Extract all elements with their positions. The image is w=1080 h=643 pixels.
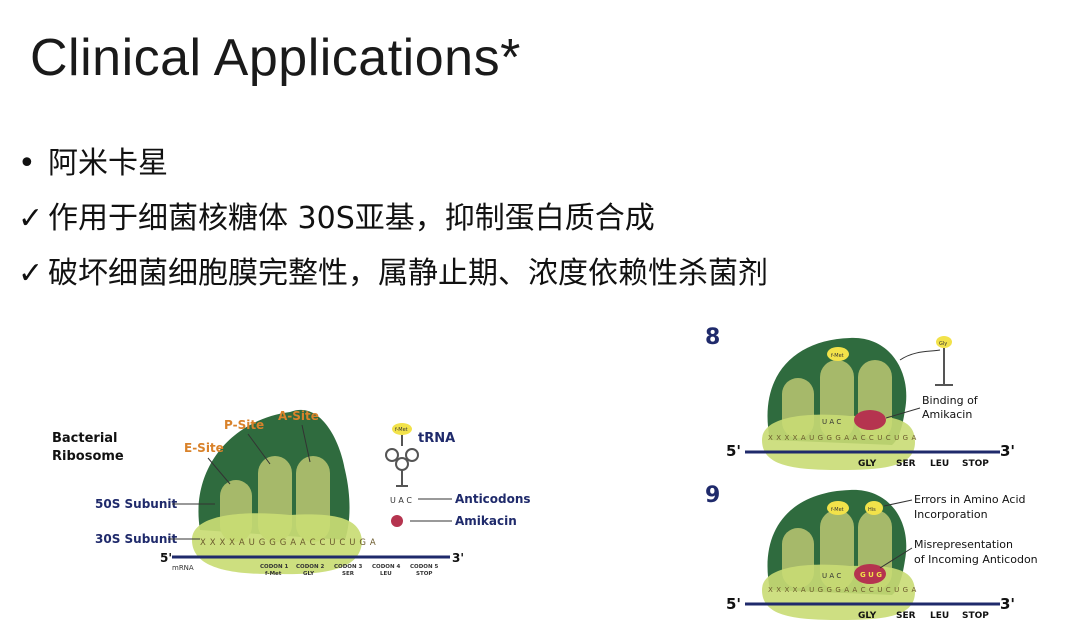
step9-five-prime: 5' xyxy=(726,595,741,613)
codon-1-aa: f-Met xyxy=(265,571,282,577)
left-ribosome-diagram: Bacterial Ribosome E-Site P-Site A-Site … xyxy=(52,409,531,577)
step-9-number: 9 xyxy=(705,483,720,508)
50s-subunit-label: 50S Subunit xyxy=(95,497,177,511)
step-8-number: 8 xyxy=(705,325,720,350)
codon-1-label: CODON 1 xyxy=(260,564,288,570)
amikacin-dot-icon xyxy=(391,515,403,527)
e-site-label: E-Site xyxy=(184,441,224,455)
step8-annot-line1: Binding of xyxy=(922,394,979,407)
step8-three-prime: 3' xyxy=(1000,442,1015,460)
step8-anticodon-letters: U A C xyxy=(822,418,841,426)
step9-anticodon-letters: U A C xyxy=(822,572,841,580)
step9-annot2-line2: of Incoming Anticodon xyxy=(914,553,1038,566)
mrna-label: mRNA xyxy=(172,564,194,572)
step9-his-label: His xyxy=(868,507,876,513)
step8-annot-line2: Amikacin xyxy=(922,408,972,421)
step8-mrna-sequence: X X X X A U G G G A A C C U C U G A xyxy=(768,434,917,442)
trna-legend-icon: f-Met xyxy=(386,423,418,486)
step9-annot1-line2: Incorporation xyxy=(914,508,988,521)
step-8-diagram: 8 f-Met Gly U A C Binding of Amikacin X … xyxy=(702,320,1032,470)
step9-aa-ser: SER xyxy=(896,611,916,621)
ribosome-heading-line2: Ribosome xyxy=(52,449,124,464)
codon-4-aa: LEU xyxy=(380,571,392,577)
step8-gly-label: Gly xyxy=(939,341,947,347)
step9-aa-gly: GLY xyxy=(858,611,877,621)
step9-mrna-sequence: X X X X A U G G G A A C C U C U G A xyxy=(768,586,917,594)
ribosome-heading-line1: Bacterial xyxy=(52,431,118,446)
five-prime-label: 5' xyxy=(160,551,172,565)
step9-three-prime: 3' xyxy=(1000,595,1015,613)
step8-five-prime: 5' xyxy=(726,442,741,460)
codon-2-aa: GLY xyxy=(303,571,315,577)
30s-subunit-label: 30S Subunit xyxy=(95,532,177,546)
step8-amikacin-shape xyxy=(854,410,886,430)
mrna-sequence: X X X X A U G G G A A C C U C U G A xyxy=(200,538,376,548)
step-9-diagram: 9 f-Met His U A C G U G Errors in Amino … xyxy=(705,483,1038,621)
codon-4-label: CODON 4 xyxy=(372,564,400,570)
step9-mis-anticodon: G U G xyxy=(860,571,882,579)
trna-label: tRNA xyxy=(418,431,455,446)
step9-annot2-line1: Misrepresentation xyxy=(914,538,1013,551)
amikacin-label: Amikacin xyxy=(455,514,517,528)
step9-fmet-label: f-Met xyxy=(831,507,844,513)
step8-aa-leu: LEU xyxy=(930,459,949,469)
codon-3-aa: SER xyxy=(342,571,355,577)
codon-2-label: CODON 2 xyxy=(296,564,324,570)
a-site-label: A-Site xyxy=(278,409,319,423)
codon-5-aa: STOP xyxy=(416,571,432,577)
step9-aa-leu: LEU xyxy=(930,611,949,621)
step9-annot1-line1: Errors in Amino Acid xyxy=(914,493,1025,506)
anticodons-label: Anticodons xyxy=(455,492,531,506)
legend-anticodon-letters: U A C xyxy=(390,496,412,505)
step8-aa-ser: SER xyxy=(896,459,916,469)
svg-text:f-Met: f-Met xyxy=(395,427,408,433)
step8-aa-gly: GLY xyxy=(858,459,877,469)
codon-3-label: CODON 3 xyxy=(334,564,362,570)
step8-fmet-label: f-Met xyxy=(831,353,844,359)
codon-5-label: CODON 5 xyxy=(410,564,438,570)
step8-aa-stop: STOP xyxy=(962,459,989,469)
p-site-label: P-Site xyxy=(224,418,264,432)
three-prime-label: 3' xyxy=(452,551,464,565)
step9-aa-stop: STOP xyxy=(962,611,989,621)
